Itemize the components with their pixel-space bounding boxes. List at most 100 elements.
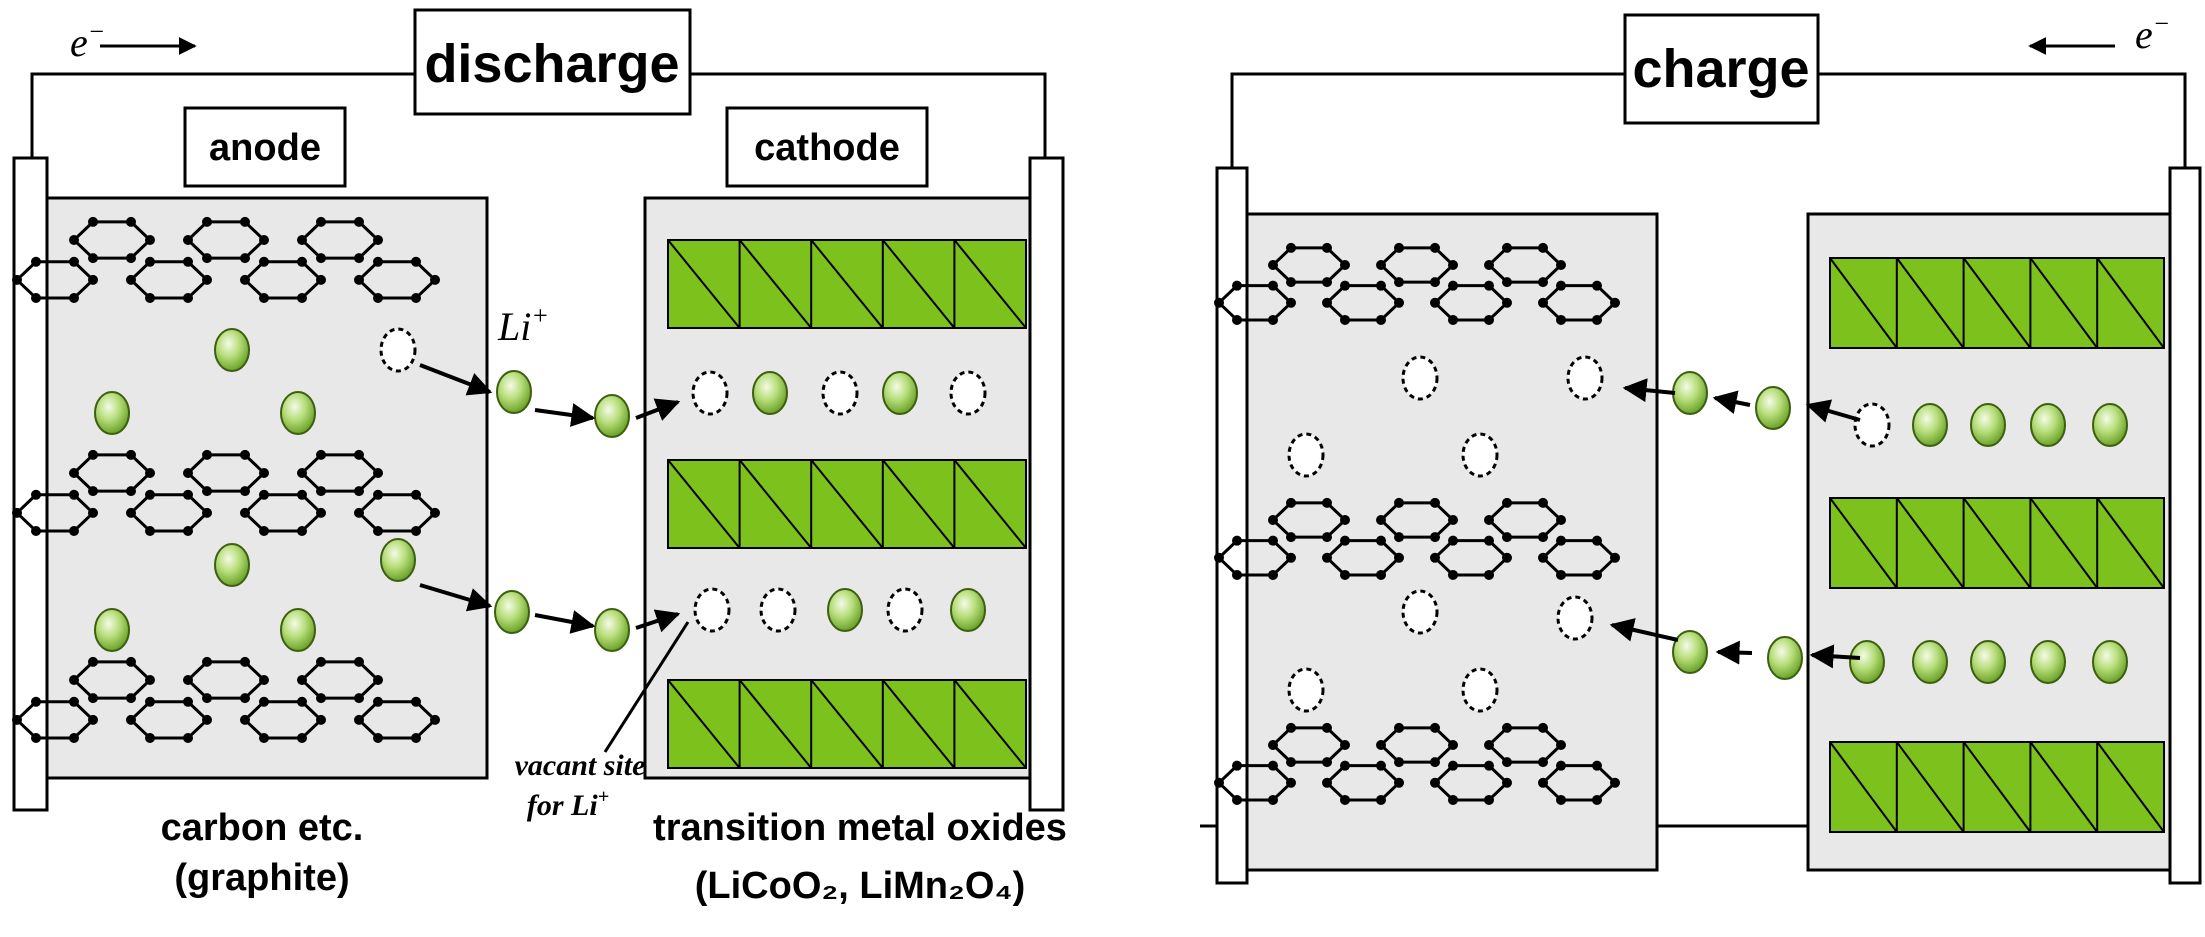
carbon-atom — [1286, 552, 1296, 563]
carbon-atom — [1448, 515, 1458, 525]
carbon-atom — [1286, 757, 1296, 768]
oxide-diagonal — [882, 679, 956, 769]
carbon-atom — [1430, 497, 1440, 508]
carbon-atom — [183, 468, 193, 478]
lithium-ion — [1970, 640, 2006, 684]
carbon-atom — [1232, 314, 1242, 325]
carbon-atom — [1340, 314, 1350, 325]
lithium-ion — [1672, 630, 1708, 674]
lithium-ion — [214, 543, 250, 587]
carbon-atom — [259, 732, 269, 743]
oxide-diagonal — [667, 679, 741, 769]
carbon-atom — [297, 696, 307, 707]
carbon-atom — [1322, 777, 1332, 788]
carbon-atom — [1232, 280, 1242, 291]
carbon-atom — [1538, 497, 1548, 508]
carbon-atom — [1538, 757, 1548, 768]
carbon-atom — [297, 489, 307, 500]
carbon-atom — [1448, 314, 1458, 325]
lithium-ion — [1849, 640, 1885, 684]
carbon-atom — [183, 675, 193, 685]
carbon-atom — [183, 489, 193, 500]
discharge-circuit-wire — [30, 72, 415, 158]
carbon-atom — [1538, 777, 1548, 788]
carbon-atom — [1286, 722, 1296, 733]
anode-label-box — [183, 106, 347, 188]
charge-circuit-wire — [1230, 72, 1625, 168]
vacant-site-label-2: for Li+ — [527, 786, 609, 822]
carbon-atom — [1322, 552, 1332, 563]
cathode-caption-1: transition metal oxides — [653, 807, 1067, 849]
carbon-atom — [316, 656, 326, 667]
carbon-atom — [1502, 552, 1512, 563]
anode-label: anode — [209, 127, 321, 169]
carbon-atom — [69, 292, 79, 303]
carbon-atom — [240, 507, 250, 518]
carbon-atom — [1340, 794, 1350, 805]
carbon-atom — [316, 714, 326, 725]
carbon-atom — [88, 253, 98, 264]
carbon-atom — [88, 486, 98, 497]
carbon-atom — [145, 292, 155, 303]
vacant-site — [1556, 595, 1594, 641]
vacant-site — [1401, 355, 1439, 401]
carbon-atom — [88, 714, 98, 725]
carbon-atom — [1592, 794, 1602, 805]
carbon-atom — [1376, 515, 1386, 525]
carbon-atom — [31, 256, 41, 267]
oxide-diagonal — [810, 459, 884, 549]
lithium-ion — [752, 371, 788, 415]
carbon-atom — [297, 235, 307, 245]
oxide-diagonal — [2029, 741, 2099, 833]
lithium-ion — [1672, 371, 1708, 415]
carbon-atom — [1538, 532, 1548, 543]
carbon-atom — [1214, 552, 1224, 563]
carbon-atom — [1430, 722, 1440, 733]
carbon-atom — [126, 486, 136, 497]
carbon-atom — [1448, 535, 1458, 546]
vacant-site — [691, 370, 729, 416]
carbon-atom — [354, 274, 364, 285]
carbon-atom — [1430, 757, 1440, 768]
carbon-atom — [1430, 242, 1440, 253]
carbon-atom — [1340, 535, 1350, 546]
carbon-atom — [1430, 532, 1440, 543]
carbon-atom — [12, 714, 22, 725]
carbon-atom — [1340, 260, 1350, 270]
carbon-atom — [1556, 740, 1566, 750]
carbon-atom — [202, 693, 212, 704]
carbon-atom — [411, 696, 421, 707]
charge-left-collector — [1215, 166, 1249, 885]
carbon-atom — [240, 656, 250, 667]
carbon-atom — [1340, 569, 1350, 580]
carbon-atom — [316, 449, 326, 460]
lithium-ion — [2030, 403, 2066, 447]
carbon-atom — [1556, 535, 1566, 546]
carbon-atom — [1394, 497, 1404, 508]
carbon-atom — [88, 507, 98, 518]
carbon-atom — [1484, 280, 1494, 291]
carbon-atom — [1214, 297, 1224, 308]
charge-migration-arrows — [1609, 378, 1861, 669]
carbon-atom — [1286, 277, 1296, 288]
carbon-atom — [373, 235, 383, 245]
carbon-atom — [1592, 760, 1602, 771]
vacant-site — [1566, 355, 1604, 401]
lithium-ion — [827, 588, 863, 632]
oxide-diagonal — [738, 679, 812, 769]
carbon-atom — [126, 274, 136, 285]
carbon-atom — [145, 256, 155, 267]
carbon-atom — [1502, 757, 1512, 768]
carbon-atom — [1322, 242, 1332, 253]
anode-caption-1: carbon etc. — [161, 807, 364, 849]
oxide-diagonal — [738, 459, 812, 549]
carbon-atom — [316, 507, 326, 518]
carbon-atom — [259, 489, 269, 500]
carbon-atom — [183, 696, 193, 707]
carbon-atom — [1322, 497, 1332, 508]
carbon-atom — [1484, 794, 1494, 805]
carbon-atom — [373, 525, 383, 536]
lithium-ion — [950, 588, 986, 632]
carbon-atom — [316, 253, 326, 264]
carbon-atom — [126, 253, 136, 264]
